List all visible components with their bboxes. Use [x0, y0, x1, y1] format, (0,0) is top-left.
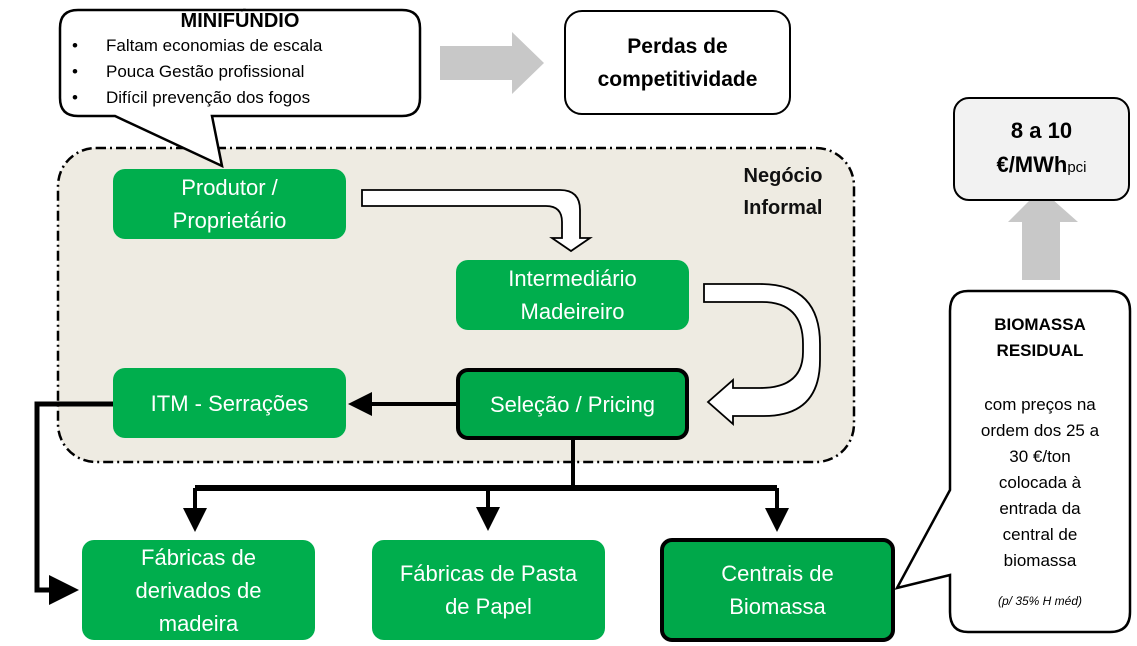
minifundio-item: Faltam economias de escala — [62, 33, 418, 59]
node-selecao-line1: Seleção / Pricing — [489, 391, 656, 417]
node-intermediario-line1: Intermediário — [508, 266, 637, 291]
minifundio-item: Difícil prevenção dos fogos — [62, 85, 418, 111]
biomassa-body-line: central de — [1002, 525, 1078, 544]
node-produtor-line2: Proprietário — [172, 208, 287, 233]
node-fabricas-derivados[interactable]: Fábricas de derivados de madeira — [82, 540, 315, 640]
perdas-line1: Perdas de — [627, 34, 728, 58]
node-centrais-biomassa[interactable]: Centrais de Biomassa — [660, 538, 895, 642]
node-intermediario[interactable]: Intermediário Madeireiro — [456, 260, 689, 330]
gray-right-arrow — [440, 32, 544, 94]
node-itm-serracoes[interactable]: ITM - Serrações — [113, 368, 346, 438]
biomassa-body-line: entrada da — [999, 499, 1081, 518]
price-unit-sub: pci — [1067, 158, 1087, 176]
perdas-competitividade-box: Perdas de competitividade — [564, 10, 791, 115]
negocio-informal-line2: Informal — [743, 197, 823, 219]
node-produtor-line1: Produtor / — [181, 175, 278, 200]
node-produtor[interactable]: Produtor / Proprietário — [113, 169, 346, 239]
price-unit: €/MWh — [996, 151, 1068, 177]
biomassa-callout-bubble — [894, 289, 1132, 634]
biomassa-note: (p/ 35% H méd) — [997, 594, 1083, 608]
biomassa-body-line: com preços na — [984, 395, 1096, 414]
minifundio-callout: MINIFÚNDIO Faltam economias de escala Po… — [62, 10, 418, 111]
node-centrais-line2: Biomassa — [729, 594, 826, 619]
price-line2: €/MWhpci — [996, 148, 1086, 185]
node-centrais-line1: Centrais de — [721, 561, 834, 586]
price-line1: 8 a 10 — [1010, 117, 1073, 143]
arrow-itm-to-fabricas-derivados — [34, 401, 114, 605]
biomassa-callout: BIOMASSA RESIDUAL com preços na ordem do… — [952, 312, 1128, 614]
node-intermediario-line2: Madeireiro — [520, 299, 625, 324]
biomassa-title-line2: RESIDUAL — [996, 341, 1084, 360]
node-itm-line1: ITM - Serrações — [150, 390, 309, 416]
biomassa-body-line: 30 €/ton — [1009, 447, 1071, 466]
biomassa-body-line: ordem dos 25 a — [980, 421, 1100, 440]
negocio-informal-line1: Negócio — [743, 165, 823, 187]
node-selecao-pricing[interactable]: Seleção / Pricing — [456, 368, 689, 440]
node-fabricas-derivados-line3: madeira — [158, 610, 239, 636]
minifundio-title: MINIFÚNDIO — [180, 10, 300, 32]
biomassa-body-line: biomassa — [1003, 551, 1077, 570]
biomassa-title-line1: BIOMASSA — [994, 315, 1086, 334]
node-fabricas-derivados-line1: Fábricas de — [141, 544, 256, 570]
hollow-arrow-intermediario-to-selecao — [703, 283, 821, 426]
node-fabricas-pasta-line2: de Papel — [445, 594, 532, 619]
node-fabricas-pasta-line1: Fábricas de Pasta — [399, 561, 578, 586]
perdas-line2: competitividade — [597, 67, 758, 91]
minifundio-item: Pouca Gestão profissional — [62, 59, 418, 85]
negocio-informal-label: Negócio Informal — [728, 160, 838, 224]
node-fabricas-derivados-line2: derivados de — [135, 577, 262, 603]
hollow-arrow-produtor-to-intermediario — [361, 189, 593, 253]
node-fabricas-pasta[interactable]: Fábricas de Pasta de Papel — [372, 540, 605, 640]
minifundio-list: Faltam economias de escala Pouca Gestão … — [62, 33, 418, 111]
price-box: 8 a 10 €/MWhpci — [953, 97, 1130, 201]
biomassa-body-line: colocada à — [998, 473, 1082, 492]
